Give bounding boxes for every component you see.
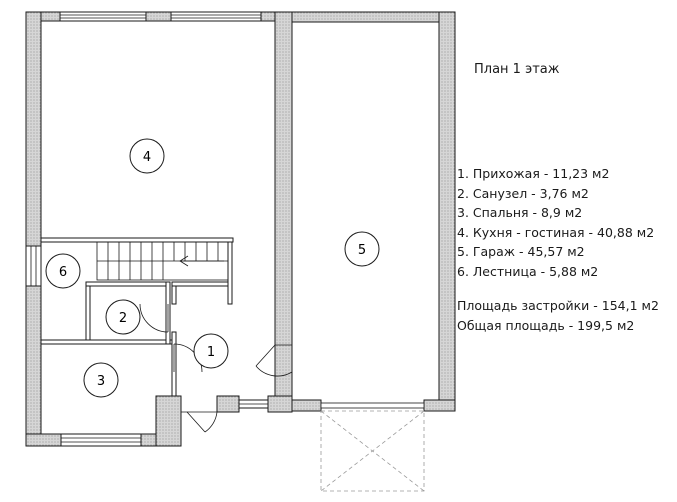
plan-title: План 1 этаж	[474, 62, 560, 77]
door-entrance	[181, 411, 218, 433]
legend-item: 4. Кухня - гостиная - 40,88 м2	[457, 224, 655, 240]
window-bottom	[60, 433, 142, 447]
garage-door	[320, 402, 425, 492]
window-top-right	[170, 11, 262, 22]
total-area: Общая площадь - 199,5 м2	[457, 317, 635, 333]
stair-direction-arrow-icon	[179, 255, 224, 267]
room-legend: 1. Прихожая - 11,23 м2 2. Санузел - 3,76…	[457, 164, 654, 282]
window-top-left	[59, 11, 147, 22]
svg-text:3: 3	[97, 374, 105, 389]
svg-text:4: 4	[143, 150, 151, 165]
svg-text:5: 5	[358, 243, 366, 258]
door-bathroom	[139, 303, 169, 333]
room-marker-5: 5	[344, 231, 380, 267]
area-summary: Площадь застройки - 154,1 м2 Общая площа…	[457, 296, 659, 335]
built-up-area: Площадь застройки - 154,1 м2	[457, 298, 659, 313]
room-marker-3: 3	[83, 362, 119, 398]
legend-item: 3. Спальня - 8,9 м2	[457, 205, 583, 221]
house-walls	[25, 11, 294, 447]
garage-walls	[291, 11, 456, 412]
room-marker-6: 6	[45, 253, 81, 289]
svg-text:2: 2	[119, 311, 127, 326]
window-bay	[238, 399, 269, 409]
legend-item: 2. Санузел - 3,76 м2	[457, 185, 589, 201]
window-left	[25, 245, 42, 287]
room-marker-1: 1	[193, 333, 229, 369]
legend-item: 5. Гараж - 45,57 м2	[457, 244, 585, 260]
legend-item: 6. Лестница - 5,88 м2	[457, 263, 599, 279]
room-marker-4: 4	[129, 138, 165, 174]
door-garage	[255, 344, 293, 377]
legend-item: 1. Прихожая - 11,23 м2	[457, 166, 610, 181]
svg-text:6: 6	[59, 265, 67, 280]
svg-text:1: 1	[207, 345, 215, 360]
room-marker-2: 2	[105, 299, 141, 335]
